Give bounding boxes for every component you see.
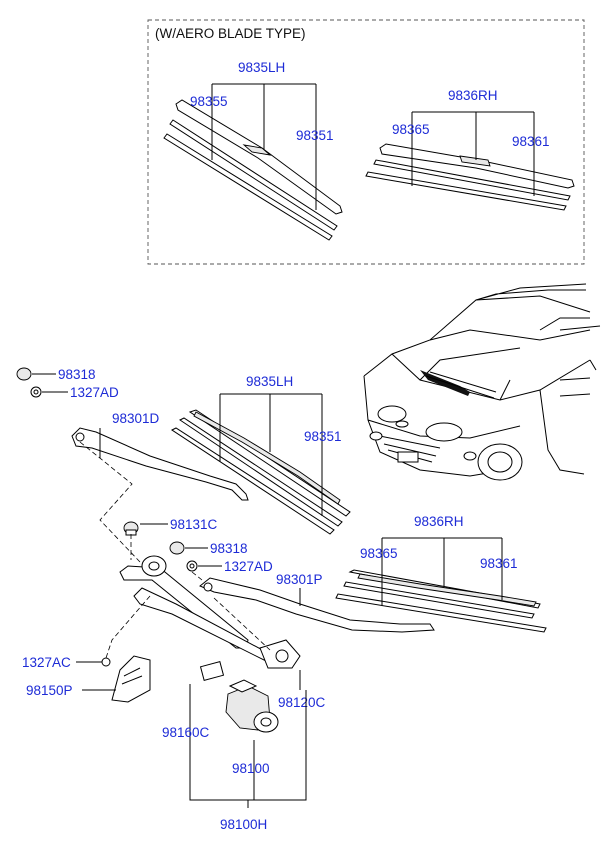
lh-assy-label: 9835LH bbox=[246, 374, 293, 389]
driver-wiper-arm bbox=[71, 427, 249, 501]
bracket-98150p bbox=[111, 655, 151, 703]
passenger-wiper-arm bbox=[199, 577, 435, 633]
motor-label: 98100 bbox=[232, 761, 270, 776]
link-label: 98160C bbox=[162, 725, 210, 740]
pivot-cap-label: 98131C bbox=[170, 517, 218, 532]
aero-box-title: (W/AERO BLADE TYPE) bbox=[155, 26, 306, 41]
nut-1327ac bbox=[101, 657, 111, 667]
aero-lh-callout-lines bbox=[211, 83, 317, 210]
aero-rh-assy-label: 9836RH bbox=[448, 88, 498, 103]
cap-2-label: 98318 bbox=[210, 541, 248, 556]
rh-wiper-blade bbox=[335, 569, 547, 633]
nut-2-label: 1327AD bbox=[224, 559, 273, 574]
aero-rh-blade-label: 98361 bbox=[512, 134, 550, 149]
link-98160c bbox=[199, 661, 225, 681]
cap-98318-upper bbox=[16, 367, 32, 381]
arm-passenger-label: 98301P bbox=[276, 572, 323, 587]
aero-rh-callout-lines bbox=[411, 111, 535, 196]
assy-bracket-lines bbox=[189, 684, 307, 808]
aero-lh-refill-label: 98355 bbox=[190, 94, 228, 109]
aero-lh-assy-label: 9835LH bbox=[238, 60, 285, 75]
assembly-dashed-lines bbox=[79, 441, 271, 659]
aero-blade-box bbox=[147, 19, 585, 265]
wiper-motor bbox=[225, 679, 279, 733]
linkage-assy-label: 98100H bbox=[220, 817, 267, 832]
nut-1327ad-lower bbox=[186, 560, 198, 572]
nut-3-label: 1327AC bbox=[22, 655, 71, 670]
aero-rh-refill-label: 98365 bbox=[392, 122, 430, 137]
rh-callout-lines bbox=[381, 537, 503, 606]
aero-lh-blade-label: 98351 bbox=[296, 128, 334, 143]
car-illustration bbox=[363, 283, 601, 481]
arm-driver-label: 98301D bbox=[112, 411, 160, 426]
rh-refill-label: 98365 bbox=[360, 546, 398, 561]
bracket-label: 98150P bbox=[26, 683, 73, 698]
aero-lh-blade-drawing bbox=[163, 99, 343, 241]
lh-callout-lines bbox=[219, 393, 323, 516]
aero-rh-blade-drawing bbox=[365, 143, 575, 211]
nut-1-label: 1327AD bbox=[70, 385, 119, 400]
pivot-cap bbox=[123, 521, 139, 536]
crank-label: 98120C bbox=[278, 695, 326, 710]
cap-1-label: 98318 bbox=[58, 367, 96, 382]
lh-blade-label: 98351 bbox=[304, 429, 342, 444]
wiper-linkage bbox=[119, 555, 301, 669]
rh-assy-label: 9836RH bbox=[414, 514, 464, 529]
nut-1327ad-upper bbox=[30, 386, 42, 398]
cap-98318-lower bbox=[169, 541, 185, 555]
rh-blade-label: 98361 bbox=[480, 556, 518, 571]
